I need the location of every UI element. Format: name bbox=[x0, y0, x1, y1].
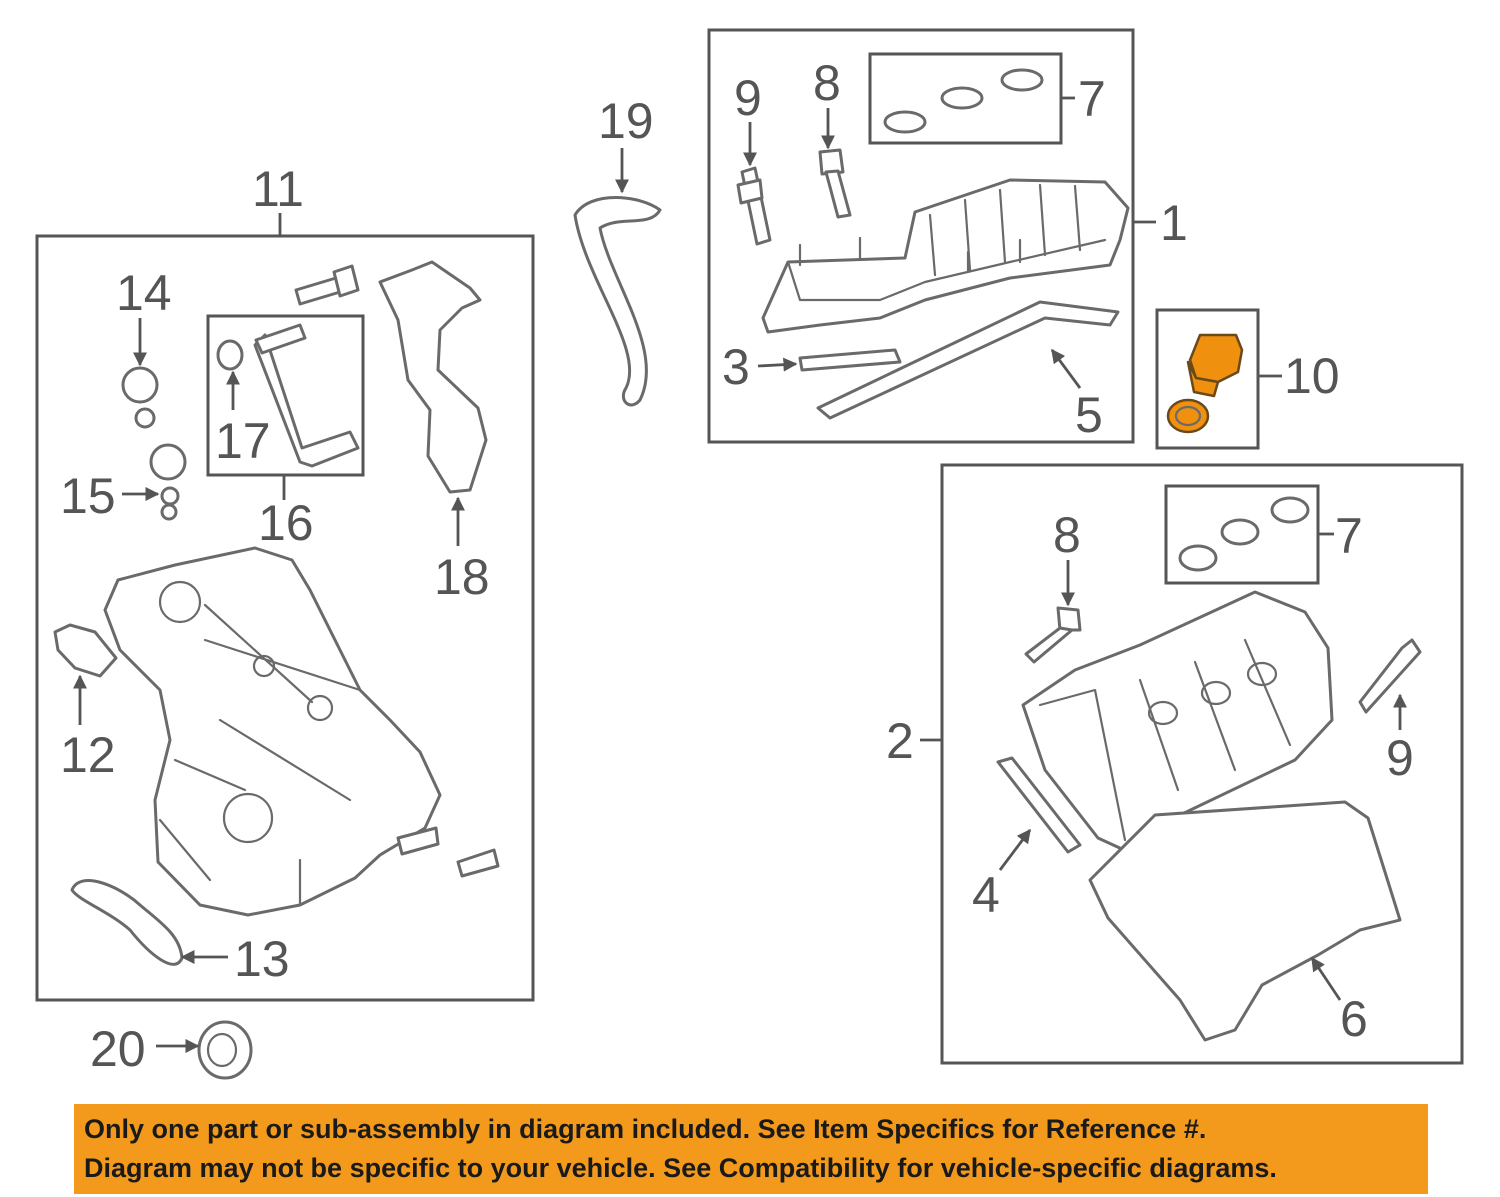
callout-19: 19 bbox=[598, 93, 654, 149]
callout-18: 18 bbox=[434, 549, 490, 605]
gasket-part-12 bbox=[53, 623, 118, 678]
bolt-top-part bbox=[818, 148, 852, 219]
dowel-pin-part bbox=[396, 826, 440, 856]
seal-part-15 bbox=[149, 443, 187, 521]
valve-cover-right-part bbox=[761, 178, 1130, 334]
sensor-bottom-part bbox=[1358, 638, 1422, 714]
callout-4: 4 bbox=[972, 867, 1000, 923]
callout-8-top: 8 bbox=[813, 55, 841, 111]
callout-3: 3 bbox=[722, 339, 750, 395]
callout-20: 20 bbox=[90, 1021, 146, 1077]
disclaimer-line-2: Diagram may not be specific to your vehi… bbox=[84, 1153, 1277, 1183]
dowel-pin-part bbox=[456, 848, 500, 878]
belt-part bbox=[70, 879, 184, 966]
callout-16: 16 bbox=[258, 495, 314, 551]
gasket-long-part bbox=[816, 300, 1120, 420]
arrow-6 bbox=[1310, 956, 1342, 1001]
gasket-part-6 bbox=[1088, 800, 1402, 1042]
callout-1: 1 bbox=[1160, 195, 1188, 251]
callout-11: 11 bbox=[252, 161, 304, 217]
callout-2: 2 bbox=[886, 713, 914, 769]
subgroup-frame-16 bbox=[206, 314, 365, 477]
hose-part bbox=[573, 196, 662, 407]
sensor-top-part bbox=[736, 166, 772, 246]
disclaimer-banner: Only one part or sub-assembly in diagram… bbox=[74, 1104, 1428, 1194]
callout-8-bottom: 8 bbox=[1053, 507, 1081, 563]
callout-7-top: 7 bbox=[1078, 71, 1106, 127]
callout-17: 17 bbox=[215, 413, 271, 469]
seal-part-20 bbox=[197, 1020, 253, 1080]
valve-cover-left-part bbox=[1021, 590, 1334, 857]
timing-cover-part bbox=[103, 546, 442, 917]
o-ring-part-17 bbox=[216, 339, 244, 371]
arrow-4 bbox=[998, 828, 1032, 871]
disclaimer-line-1: Only one part or sub-assembly in diagram… bbox=[84, 1114, 1207, 1144]
gasket-part-18 bbox=[378, 260, 488, 494]
arrow-5 bbox=[1050, 348, 1082, 389]
seals-top-part bbox=[883, 68, 1044, 134]
seal-part-14 bbox=[121, 366, 159, 429]
callout-10: 10 bbox=[1284, 348, 1340, 404]
group-frame-2 bbox=[940, 463, 1464, 1065]
group-frame-11 bbox=[35, 234, 535, 1002]
arrow-3 bbox=[757, 357, 798, 372]
callout-9-bottom: 9 bbox=[1386, 730, 1414, 786]
callout-15: 15 bbox=[60, 468, 116, 524]
callout-14: 14 bbox=[116, 265, 172, 321]
callout-6: 6 bbox=[1340, 991, 1368, 1047]
bolt-bottom-part bbox=[1024, 606, 1082, 664]
bolt-cover-part bbox=[294, 264, 360, 306]
callout-12: 12 bbox=[60, 727, 116, 783]
callout-7-bottom: 7 bbox=[1335, 508, 1363, 564]
gasket-part-4 bbox=[996, 756, 1082, 854]
tube-part-16 bbox=[253, 323, 360, 468]
callout-13: 13 bbox=[234, 931, 290, 987]
group-frame-1 bbox=[707, 28, 1135, 444]
gasket-small-part bbox=[798, 348, 902, 372]
seals-bottom-part bbox=[1178, 496, 1310, 572]
group-frame-10 bbox=[1155, 308, 1260, 450]
callout-5: 5 bbox=[1075, 387, 1103, 443]
callout-9-top: 9 bbox=[734, 70, 762, 126]
oil-filler-cap-highlighted-part bbox=[1166, 333, 1244, 434]
